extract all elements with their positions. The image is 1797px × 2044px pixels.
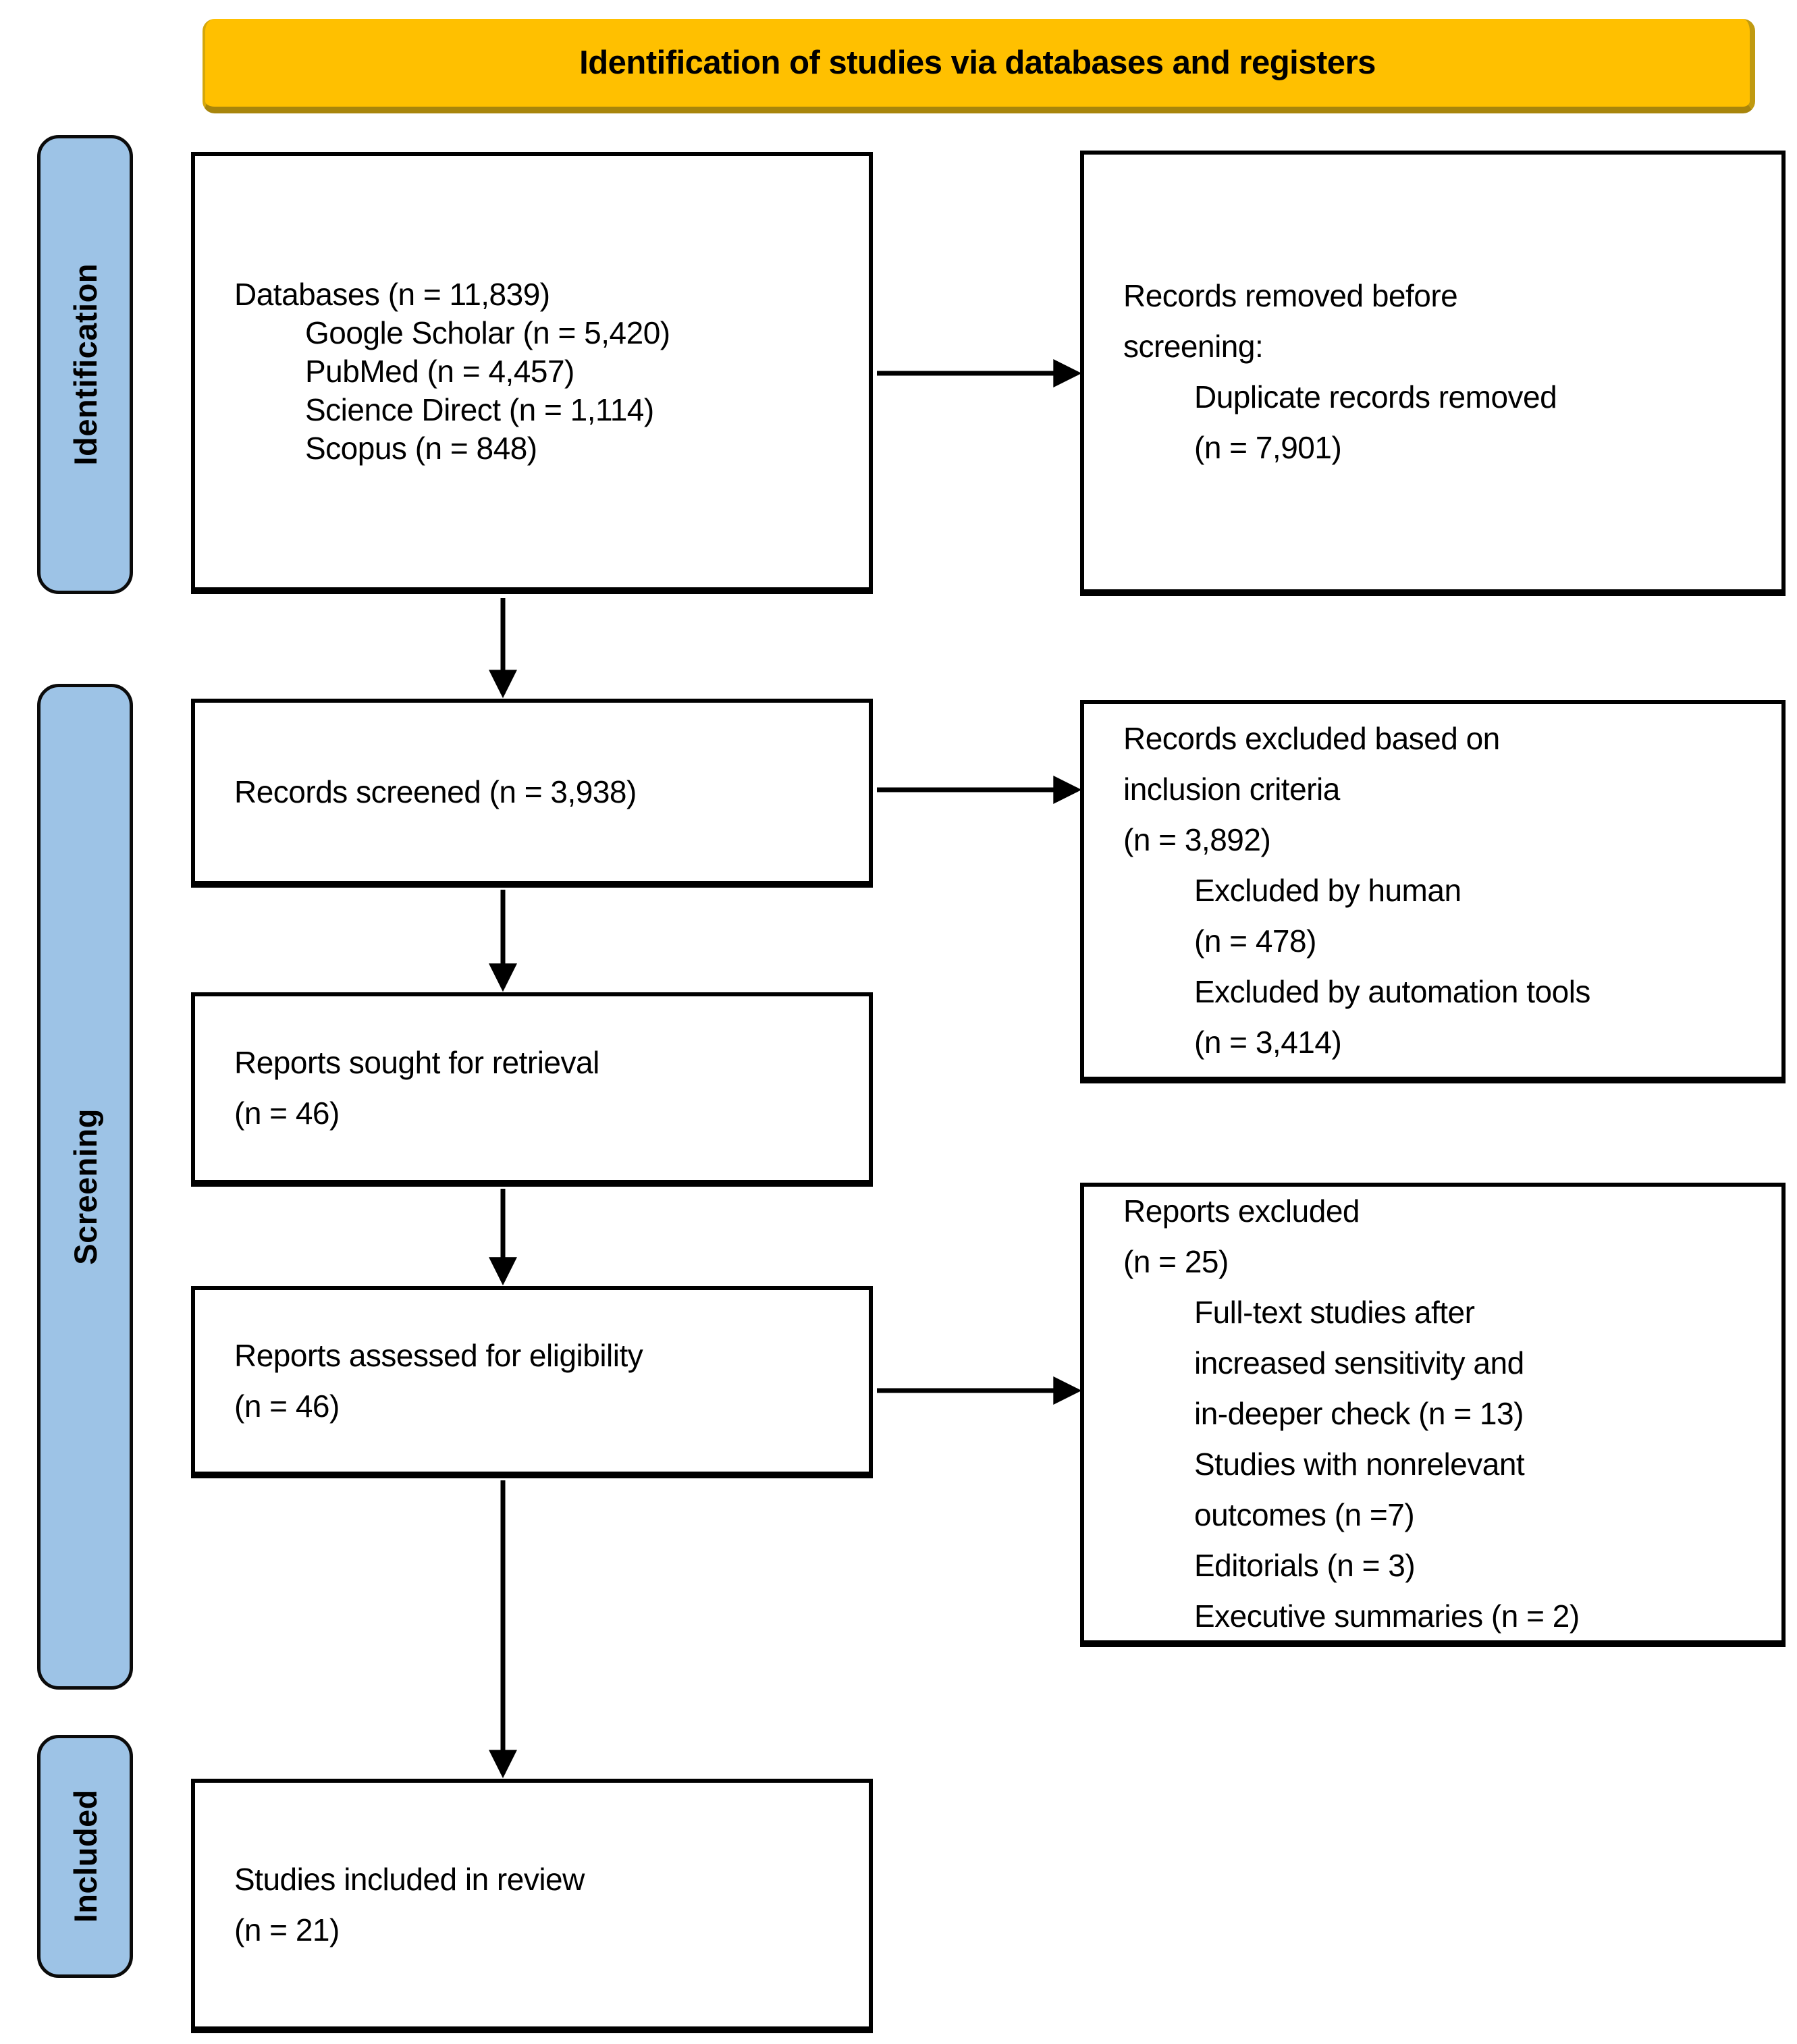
box-line: (n = 21) [234,1912,340,1947]
box-line: Scopus (n = 848) [305,431,537,466]
banner: Identification of studies via databases … [203,19,1755,113]
box-line: Excluded by human [1194,872,1461,908]
stage-label-text: Identification [67,263,103,466]
stage-label-screening: Screening [37,684,133,1690]
box-line: Duplicate records removed [1194,379,1557,414]
box-line: Studies included in review [234,1861,585,1897]
box-line: Reports sought for retrieval [234,1045,599,1080]
box-line: increased sensitivity and [1194,1345,1524,1380]
box-line: PubMed (n = 4,457) [305,354,574,389]
box-line: Studies with nonrelevant [1194,1446,1525,1482]
box-records-screened: Records screened (n = 3,938) [191,699,873,888]
box-records-removed: Records removed before screening: Duplic… [1080,151,1786,596]
box-line: Full-text studies after [1194,1294,1475,1330]
box-line: Science Direct (n = 1,114) [305,392,654,427]
box-line: (n = 3,892) [1123,822,1271,857]
box-line: (n = 46) [234,1096,340,1131]
box-records-excluded: Records excluded based on inclusion crit… [1080,700,1786,1083]
box-line: Records screened (n = 3,938) [234,774,637,809]
box-line: Reports excluded [1123,1193,1360,1229]
box-databases: Databases (n = 11,839) Google Scholar (n… [191,152,873,594]
stage-label-identification: Identification [37,135,133,594]
box-reports-excluded: Reports excluded (n = 25) Full-text stud… [1080,1183,1786,1647]
stage-label-included: Included [37,1735,133,1978]
box-line: (n = 478) [1194,923,1316,959]
box-line: outcomes (n =7) [1194,1497,1415,1532]
stage-label-text: Screening [67,1108,103,1265]
box-reports-assessed: Reports assessed for eligibility (n = 46… [191,1286,873,1478]
box-line: Excluded by automation tools [1194,973,1590,1009]
box-line: (n = 25) [1123,1243,1229,1279]
box-line: Editorials (n = 3) [1194,1547,1416,1583]
box-line: (n = 7,901) [1194,430,1342,465]
box-line: in-deeper check (n = 13) [1194,1395,1524,1431]
box-line: (n = 46) [234,1388,340,1424]
box-studies-included: Studies included in review (n = 21) [191,1779,873,2033]
box-line: (n = 3,414) [1194,1024,1342,1060]
box-line: Executive summaries (n = 2) [1194,1598,1580,1634]
box-line: Reports assessed for eligibility [234,1337,643,1373]
box-line: Google Scholar (n = 5,420) [305,315,670,350]
box-line: Records removed before [1123,278,1458,313]
stage-label-text: Included [67,1790,103,1923]
banner-title: Identification of studies via databases … [579,45,1376,81]
box-line: screening: [1123,329,1264,364]
box-line: Databases (n = 11,839) [234,277,550,312]
box-line: inclusion criteria [1123,771,1340,807]
box-line: Records excluded based on [1123,720,1500,756]
box-reports-sought: Reports sought for retrieval (n = 46) [191,992,873,1187]
